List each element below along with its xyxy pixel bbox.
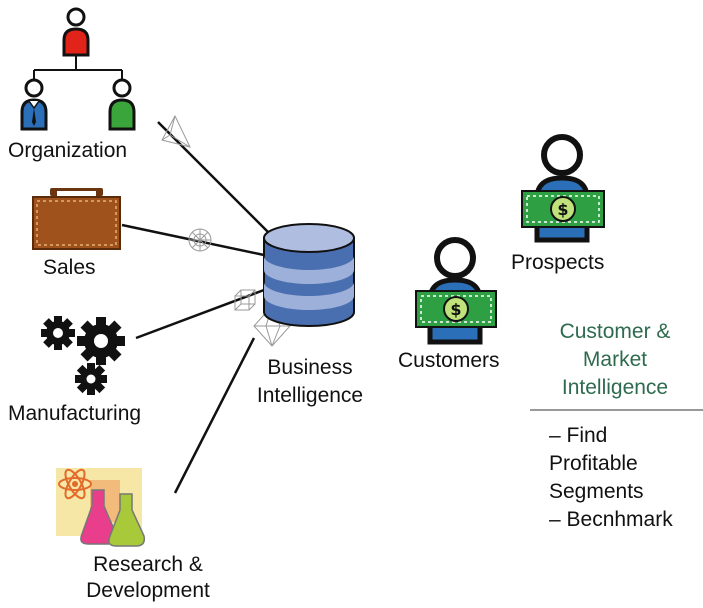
briefcase-icon (32, 188, 121, 250)
customer-market-intelligence-title: Customer & Market Intelligence (530, 318, 700, 402)
research-development-label: Research & Development (68, 552, 228, 604)
prospect-person-icon: $ (521, 134, 605, 243)
ci-title-line: Market (582, 348, 648, 371)
ci-list-line: – Becnhmark (549, 508, 673, 531)
customers-label: Customers (398, 349, 500, 372)
gears-icon (41, 316, 125, 395)
organization-label: Organization (8, 139, 128, 162)
prospects-label: Prospects (511, 251, 605, 274)
business-intelligence-label: Business Intelligence (235, 354, 385, 410)
ci-list-line: Profitable (549, 452, 638, 475)
org-chart-icon (20, 7, 136, 131)
svg-text:$: $ (557, 200, 568, 219)
database-icon (263, 223, 355, 327)
ci-title-line: Customer & (559, 320, 671, 343)
sales-label: Sales (43, 256, 96, 279)
line-research (173, 337, 256, 494)
line-manufacturing (135, 288, 265, 340)
wireframe-shape-icon (234, 289, 256, 311)
customer-person-icon: $ (415, 237, 497, 345)
svg-text:$: $ (450, 300, 461, 319)
wireframe-shape-icon (188, 228, 212, 252)
research-label-line1: Research & (93, 553, 203, 576)
customer-market-intelligence-list: – Find Profitable Segments – Becnhmark (549, 422, 673, 534)
bi-label-line1: Business (267, 356, 353, 379)
ci-title-line: Intelligence (561, 376, 669, 399)
research-label-line2: Development (86, 579, 210, 602)
lab-flasks-icon (56, 468, 146, 547)
connector-lines (121, 121, 273, 494)
ci-list-line: Segments (549, 480, 644, 503)
wireframe-shape-icon (161, 114, 191, 148)
manufacturing-label: Manufacturing (8, 402, 142, 425)
line-organization (157, 121, 273, 237)
bi-label-line2: Intelligence (256, 384, 364, 407)
ci-list-line: – Find (549, 424, 608, 447)
